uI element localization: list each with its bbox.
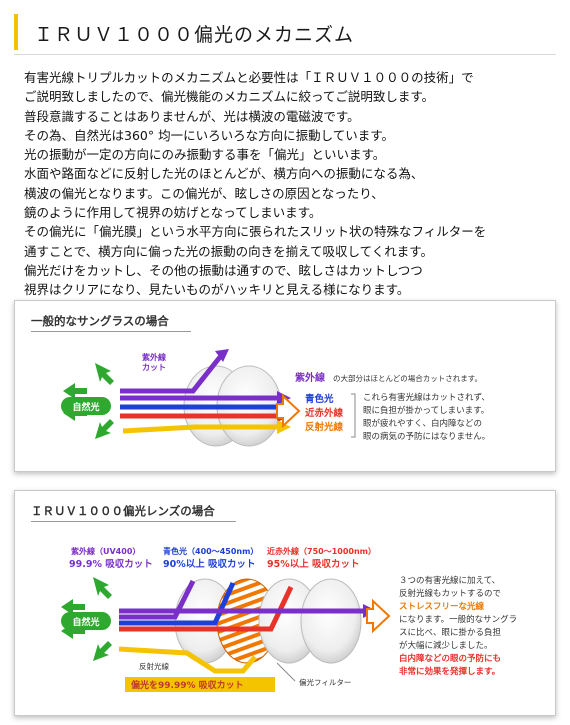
uv-cut-label-2: カット [142,363,166,372]
blue-head: 青色光（400〜450nm） [163,546,258,556]
filter-label: 偏光フィルター [299,677,351,687]
uv-cut-label: 紫外線 [142,352,166,362]
intro-line: 普段意識することはありませんが、光は横波の電磁波です。 [24,108,360,124]
blue-rate: 90%以上 吸収カット [163,558,256,570]
diagram2-illustration: 自然光 紫外線（UV400） 99.9% 吸収カット 青色光（400〜450nm… [61,546,391,692]
uv-beam [120,355,222,394]
natural-light-pill [61,612,111,630]
diagram1-illustration: 自然光 紫外線 カット 紫外線 の大部分はほとんどの場合カットされます。 青色光… [61,349,482,447]
reflect-label: 反射光線 [305,421,344,433]
diagram2-title-underline [31,521,236,522]
intro-text: 有害光線トリプルカットのメカニズムと必要性は「ＩＲＵＶ１０００の技術」で ご説明… [24,68,554,300]
natural-light-label: 自然光 [72,401,99,413]
uv-arrowhead-icon [215,349,229,362]
intro-line: 有害光線トリプルカットのメカニズムと必要性は「ＩＲＵＶ１０００の技術」で [24,70,474,85]
diagram1-title: 一般的なサングラスの場合 [31,314,169,328]
result-arrow-icon [366,598,391,634]
reflect-beam [122,424,277,434]
header-divider [14,54,556,55]
uv-note: の大部分はほとんどの場合カットされます。 [333,373,482,383]
nir-head: 近赤外線（750〜1000nm） [267,546,376,556]
reflect-arrowhead-icon [277,420,291,434]
uv-head: 紫外線（UV400） [71,546,140,556]
side-note-line: が大幅に減少しました。 [399,641,493,651]
diagram1-title-underline [31,331,191,332]
intro-line: 横波の偏光となります。この偏光が、眩しさの原因となったり、 [24,185,384,201]
blue-label: 青色光 [305,393,334,405]
diagram1-side-note: これら有害光線はカットされず、 眼に負担が掛かってしまいます。 眼が疲れやすく、… [363,392,490,444]
intro-line: 視界はクリアになり、見たいものがハッキリと見える様になります。 [24,282,410,298]
uv-beam [119,579,196,620]
diagram-ordinary-sunglasses: 一般的なサングラスの場合 自然光 紫外線 カット [14,300,556,472]
page-header: ＩＲＵＶ１０００偏光のメカニズム [14,14,556,55]
side-note-emph: 白内障などの眼の予防にも [399,654,502,664]
uv-rate: 99.9% 吸収カット [69,558,153,570]
intro-line: その偏光に「偏光膜」という水平方向に張られたスリット状の特殊なフィルターを [24,224,487,240]
header-accent-bar [14,14,18,50]
polar-rate-bg [125,677,275,692]
intro-line: 偏光だけをカットし、その他の振動は通すので、眩しさはカットしつつ [24,262,423,278]
lens-4 [300,578,362,664]
natural-light-pill [61,397,111,415]
bracket [351,393,356,438]
intro-line: その為、自然光は360° 均一にいろいろな方向に振動しています。 [24,127,394,143]
reflect-beam [118,646,257,674]
reflect-label: 反射光線 [139,661,169,671]
side-note-line: 眼が疲れやすく、白内障などの [363,419,483,429]
intro-line: 鏡のように作用して視界の妨げとなってしまいます。 [24,205,322,221]
side-note-line: これら有害光線はカットされず、 [363,393,490,403]
filter-pointer [276,662,296,682]
side-note-line: 反射光線もカットするので [399,589,502,599]
intro-line: 通すことで、横方向に偏った光の振動の向きを揃えて吸収してくれます。 [24,243,434,259]
side-note-line: スに比べ、眼に掛かる負担 [399,628,502,638]
polar-rate: 偏光を99.99% 吸収カット [131,679,244,691]
nir-rate: 95%以上 吸収カット [267,558,360,570]
page-title: ＩＲＵＶ１０００偏光のメカニズム [34,24,355,46]
intro-line: ご説明致しましたので、偏光機能のメカニズムに絞ってご説明致します。 [24,89,435,105]
side-note-line: 眼に負担が掛かってしまいます。 [363,406,490,416]
side-note-line: になります。一般的なサングラ [399,615,518,625]
intro-line: 水面や路面などに反射した光のほとんどが、横方向への振動になる為、 [24,166,424,182]
result-arrow-icon [276,393,301,429]
diagram-iruv1000-polarized: ＩＲＵＶ１０００偏光レンズの場合 自然光 紫外線（UV400） 99.9% 吸収… [14,490,556,716]
intro-line: 光の振動が一定の方向にのみ振動する事を「偏光」といいます。 [24,147,386,163]
nir-beam [119,585,294,632]
diagram2-title: ＩＲＵＶ１０００偏光レンズの場合 [31,504,215,518]
natural-light-label: 自然光 [72,616,99,628]
side-note-emph: 非常に効果を発揮します。 [399,667,501,677]
diagram2-side-note: ３つの有害光線に加えて、 反射光線もカットするので ストレスフリーな光線 になり… [399,575,549,679]
side-note-emph: ストレスフリーな光線 [399,602,485,612]
side-note-line: ３つの有害光線に加えて、 [399,576,501,586]
uv-label: 紫外線 [295,371,325,384]
green-arrow-icon [61,577,112,661]
blue-beam [119,581,236,626]
side-note-line: 眼の病気の予防にはなりません。 [363,432,491,442]
nir-label: 近赤外線 [305,407,344,419]
